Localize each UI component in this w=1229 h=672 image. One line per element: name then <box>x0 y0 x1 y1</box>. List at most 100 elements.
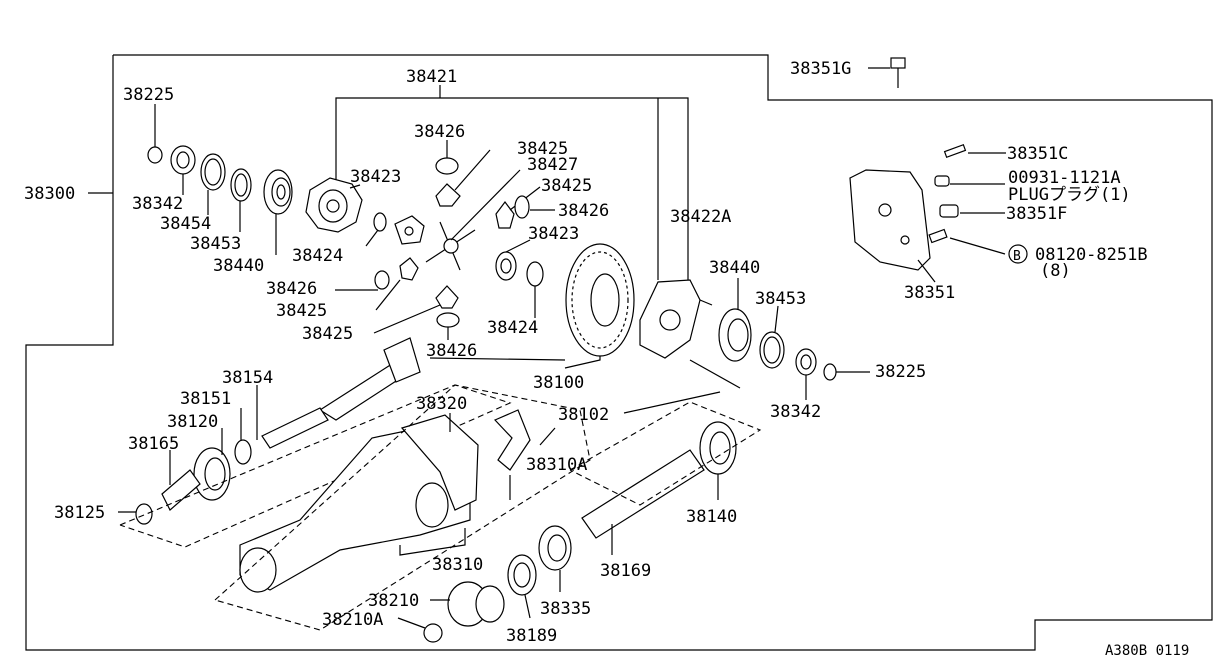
callout-38165: 38165 <box>128 434 179 454</box>
washer-38424-a <box>373 212 387 232</box>
callout-38421: 38421 <box>406 67 457 87</box>
bracket-38310A <box>493 409 531 471</box>
oil-seal-38342-left <box>170 145 196 175</box>
callout-38425-d: 38425 <box>302 324 353 344</box>
callout-38351G: 38351G <box>790 59 851 79</box>
callout-38120: 38120 <box>167 412 218 432</box>
callout-38453-b: 38453 <box>755 289 806 309</box>
bearing-38335 <box>538 525 572 571</box>
bolt-08120 <box>928 228 948 244</box>
oil-seal-38342-right <box>795 348 817 376</box>
callout-38310: 38310 <box>432 555 483 575</box>
bolt-38310A <box>539 427 556 446</box>
callout-38210A: 38210A <box>322 610 383 630</box>
seal-38189 <box>507 554 537 596</box>
plug-00931 <box>934 175 950 187</box>
callout-bolt-qty: (8) <box>1040 261 1071 281</box>
washer-38426-left <box>374 270 390 290</box>
callout-38100: 38100 <box>533 373 584 393</box>
callout-bolt: 08120-8251B <box>1035 245 1148 265</box>
callout-38440-a: 38440 <box>213 256 264 276</box>
axle-shaft-38169 <box>581 449 705 539</box>
bearing-38440-right <box>718 308 752 362</box>
callout-38454: 38454 <box>160 214 211 234</box>
rear-cover-38351 <box>849 169 931 271</box>
washer-38426-right <box>514 195 530 219</box>
washer-38453-left <box>230 168 252 202</box>
pinion-gear-38423-b <box>394 215 425 245</box>
collapsible-spacer-38165 <box>161 469 201 511</box>
callout-38102: 38102 <box>558 405 609 425</box>
diagram-code: A380B 0119 <box>1105 643 1189 659</box>
callout-38426-c: 38426 <box>266 279 317 299</box>
callout-38300: 38300 <box>24 184 75 204</box>
callout-38425-c: 38425 <box>276 301 327 321</box>
callout-38169: 38169 <box>600 561 651 581</box>
callout-38440-b: 38440 <box>709 258 760 278</box>
callout-38225-b: 38225 <box>875 362 926 382</box>
callout-38424-a: 38424 <box>292 246 343 266</box>
callout-38151: 38151 <box>180 389 231 409</box>
bolt-ref-mark <box>1008 244 1028 264</box>
washer-38426-bottom <box>436 312 460 328</box>
callout-38351F: 38351F <box>1006 204 1067 224</box>
plug-38351F <box>939 204 959 218</box>
callout-38453-a: 38453 <box>190 234 241 254</box>
gear-38425-left <box>399 257 419 281</box>
gear-38425-right <box>495 201 515 229</box>
bolt-38351G <box>890 57 906 88</box>
callout-38342-b: 38342 <box>770 402 821 422</box>
callout-38320: 38320 <box>416 394 467 414</box>
snap-ring-38225-left <box>147 146 163 164</box>
callout-plug: PLUGプラグ(1) <box>1008 185 1131 205</box>
callout-38342-a: 38342 <box>132 194 183 214</box>
axle-group-box <box>569 401 762 506</box>
gear-38425-bottom <box>435 285 459 309</box>
leader-38310 <box>399 528 466 556</box>
gear-38425-top <box>435 183 461 207</box>
callout-38154: 38154 <box>222 368 273 388</box>
callout-38140: 38140 <box>686 507 737 527</box>
callout-00931: 00931-1121A <box>1008 168 1121 188</box>
callout-38310A: 38310A <box>526 455 587 475</box>
callout-38335: 38335 <box>540 599 591 619</box>
washer-38151 <box>234 439 252 465</box>
bearing-38140 <box>699 421 737 475</box>
leader-38100 <box>564 356 601 369</box>
housing-38310 <box>239 427 471 593</box>
callout-38225-a: 38225 <box>123 85 174 105</box>
callout-38426-d: 38426 <box>426 341 477 361</box>
assembly-boundary <box>25 54 1213 651</box>
pinion-group-box <box>119 384 512 548</box>
snap-ring-38225-right <box>823 363 837 381</box>
pinion-shaft-38427 <box>425 221 476 271</box>
washer-38453-right <box>759 331 785 369</box>
callout-labels: 38351G3842138225383003842638425384273842… <box>24 59 1189 659</box>
callout-38210: 38210 <box>368 591 419 611</box>
callout-38425-a: 38425 <box>517 139 568 159</box>
callout-38125: 38125 <box>54 503 105 523</box>
vent-38351C <box>943 143 967 159</box>
gasket-38320 <box>400 414 479 511</box>
callout-38351C: 38351C <box>1007 144 1068 164</box>
ring-gear-38100 <box>565 243 635 357</box>
bolt-38102 <box>689 359 741 389</box>
callout-38426-b: 38426 <box>558 201 609 221</box>
callout-38424-b: 38424 <box>487 318 538 338</box>
callout-38423-a: 38423 <box>350 167 401 187</box>
oil-seal-38125 <box>135 503 153 525</box>
shim-38454 <box>200 153 226 191</box>
nut-38210A <box>423 623 443 643</box>
housing-group-box <box>214 384 591 631</box>
flange-38210 <box>447 581 505 627</box>
callout-bolt-mark: B <box>1013 249 1021 264</box>
callout-38426-a: 38426 <box>414 122 465 142</box>
callout-38427: 38427 <box>527 155 578 175</box>
differential-case-38423 <box>305 177 363 233</box>
bearing-38440-left <box>263 169 293 215</box>
washer-38424-b <box>526 261 544 287</box>
washer-38426-top <box>435 157 459 175</box>
side-gear-38423-c <box>495 251 517 281</box>
callout-38422A: 38422A <box>670 207 731 227</box>
